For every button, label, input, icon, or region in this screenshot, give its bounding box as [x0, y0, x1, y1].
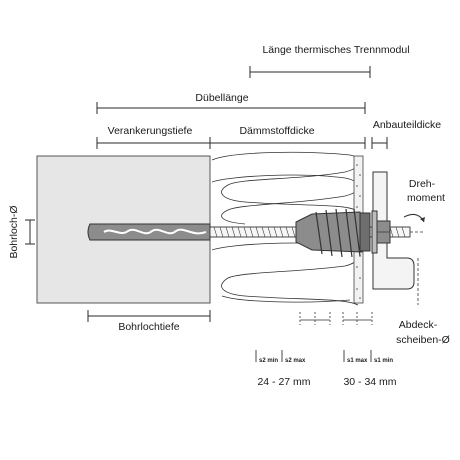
label-bohrloch-diameter: Bohrloch-Ø [8, 205, 20, 258]
label-trennmodul-length: Länge thermisches Trennmodul [262, 44, 409, 56]
tolerance-markers [255, 312, 373, 362]
label-duebellaenge: Dübellänge [195, 92, 248, 104]
label-s2-min: s2 min [259, 358, 278, 364]
label-range-s1: 30 - 34 mm [343, 376, 396, 388]
anchor-expansion-groove [103, 228, 207, 235]
label-verankerungstiefe: Verankerungstiefe [108, 125, 193, 137]
rod-threads [213, 226, 406, 238]
mounting-bracket [372, 171, 415, 290]
label-anbauteildicke: Anbauteildicke [373, 119, 441, 131]
label-s1-max: s1 max [347, 358, 368, 364]
label-range-s2: 24 - 27 mm [257, 376, 310, 388]
label-s1-min: s1 min [374, 358, 393, 364]
label-s2-max: s2 max [285, 358, 306, 364]
washer [371, 210, 378, 254]
label-abdeck-line1: Abdeck- [399, 319, 438, 331]
label-bohrlochtiefe: Bohrlochtiefe [118, 321, 179, 333]
label-abdeck-line2: scheiben-Ø [396, 334, 450, 346]
label-drehmoment-line1: Dreh- [409, 178, 436, 190]
label-drehmoment-line2: moment [407, 192, 445, 204]
torque-arrow-icon [403, 213, 425, 223]
module-collar [359, 212, 371, 252]
thermal-module-spiral [315, 208, 361, 258]
label-daemmstoffdicke: Dämmstoffdicke [239, 125, 314, 137]
